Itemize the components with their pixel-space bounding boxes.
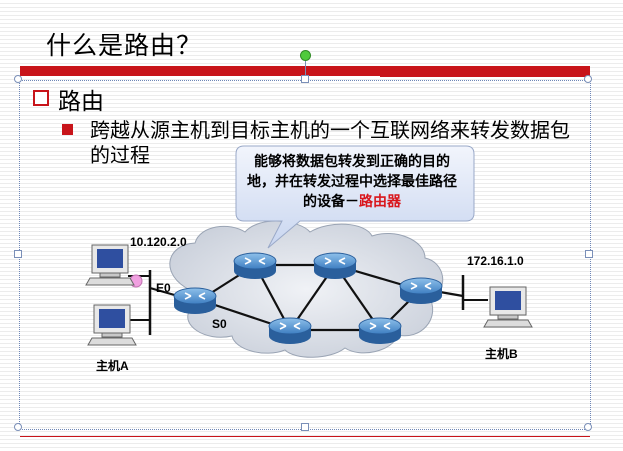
callout-body: 能够将数据包转发到正确的目的地，并在转发过程中选择最佳路径的设备－ — [247, 154, 457, 210]
resize-handle-top-right[interactable] — [584, 75, 592, 83]
network-label-right: 172.16.1.0 — [467, 254, 524, 268]
computer-icon — [87, 304, 137, 346]
router-icon — [313, 252, 357, 279]
computer-icon — [85, 244, 135, 286]
callout-text: 能够将数据包转发到正确的目的地，并在转发过程中选择最佳路径的设备－路由器 — [243, 152, 461, 212]
resize-handle-bottom[interactable] — [301, 423, 309, 431]
footer-line — [20, 436, 590, 437]
router-icon — [173, 287, 217, 314]
resize-handle-top-left[interactable] — [14, 75, 22, 83]
callout-highlight: 路由器 — [359, 194, 401, 210]
rotation-handle[interactable] — [300, 50, 311, 61]
interface-label-e0: E0 — [156, 281, 171, 295]
router-icon — [233, 252, 277, 279]
resize-handle-right[interactable] — [585, 250, 593, 258]
callout-bubble — [235, 145, 475, 249]
router-icon — [358, 317, 402, 344]
filled-square-bullet-icon — [62, 124, 73, 135]
bullet-heading[interactable]: 路由 — [58, 89, 104, 115]
resize-handle-top[interactable] — [301, 75, 309, 83]
network-label-left: 10.120.2.0 — [130, 235, 187, 249]
slide-title: 什么是路由？ — [46, 31, 203, 60]
title-underline-thin — [380, 76, 590, 77]
router-icon — [399, 277, 443, 304]
rotation-stem — [305, 59, 306, 75]
resize-handle-left[interactable] — [14, 250, 22, 258]
resize-handle-bottom-left[interactable] — [14, 423, 22, 431]
bullet-body-text[interactable]: 跨越从源主机到目标主机的一个互联网络来转发数据包的过程 — [90, 118, 570, 167]
resize-handle-bottom-right[interactable] — [584, 423, 592, 431]
host-label-b: 主机B — [485, 346, 518, 361]
host-label-a: 主机A — [96, 358, 129, 373]
hollow-square-bullet-icon — [33, 90, 49, 106]
router-icon — [268, 317, 312, 344]
computer-icon — [483, 286, 533, 328]
interface-label-s0: S0 — [212, 317, 227, 331]
